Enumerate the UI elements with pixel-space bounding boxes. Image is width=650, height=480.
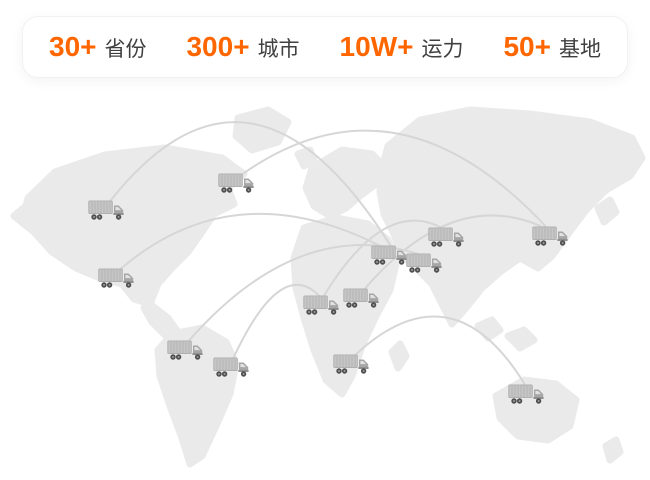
continent-europe bbox=[302, 146, 390, 220]
stat-label: 省份 bbox=[104, 38, 147, 61]
island-new-zealand bbox=[602, 436, 624, 464]
stat-value: 50+ bbox=[503, 31, 551, 62]
islands-indonesia bbox=[504, 326, 538, 352]
route-arc bbox=[321, 219, 448, 300]
route-arc bbox=[236, 129, 550, 231]
continent-north-america bbox=[10, 144, 248, 308]
stat-label: 基地 bbox=[558, 38, 601, 61]
stat-item: 30+ 省份 bbox=[49, 31, 147, 63]
stat-value: 300+ bbox=[186, 31, 250, 62]
world-map-continents bbox=[10, 106, 646, 468]
stat-label: 运力 bbox=[421, 38, 464, 61]
continent-australia bbox=[492, 376, 580, 444]
island-uk bbox=[294, 146, 318, 170]
stat-item: 50+ 基地 bbox=[503, 31, 601, 63]
stat-label: 城市 bbox=[257, 38, 300, 61]
north-america-east-truck-icon bbox=[218, 173, 255, 194]
route-arc bbox=[351, 315, 528, 389]
route-arc bbox=[231, 283, 323, 362]
island-japan bbox=[594, 196, 620, 226]
stat-value: 30+ bbox=[49, 31, 97, 62]
stat-item: 300+ 城市 bbox=[186, 31, 299, 63]
islands-southeast-asia bbox=[474, 316, 504, 342]
route-arc bbox=[116, 212, 389, 273]
stat-item: 10W+ 运力 bbox=[340, 31, 464, 63]
stats-bar: 30+ 省份 300+ 城市 10W+ 运力 50+ 基地 bbox=[22, 16, 628, 78]
continent-greenland bbox=[232, 106, 292, 154]
island-madagascar bbox=[388, 340, 410, 372]
route-arc bbox=[361, 214, 550, 293]
stat-value: 10W+ bbox=[339, 31, 414, 62]
route-arc bbox=[106, 121, 393, 249]
